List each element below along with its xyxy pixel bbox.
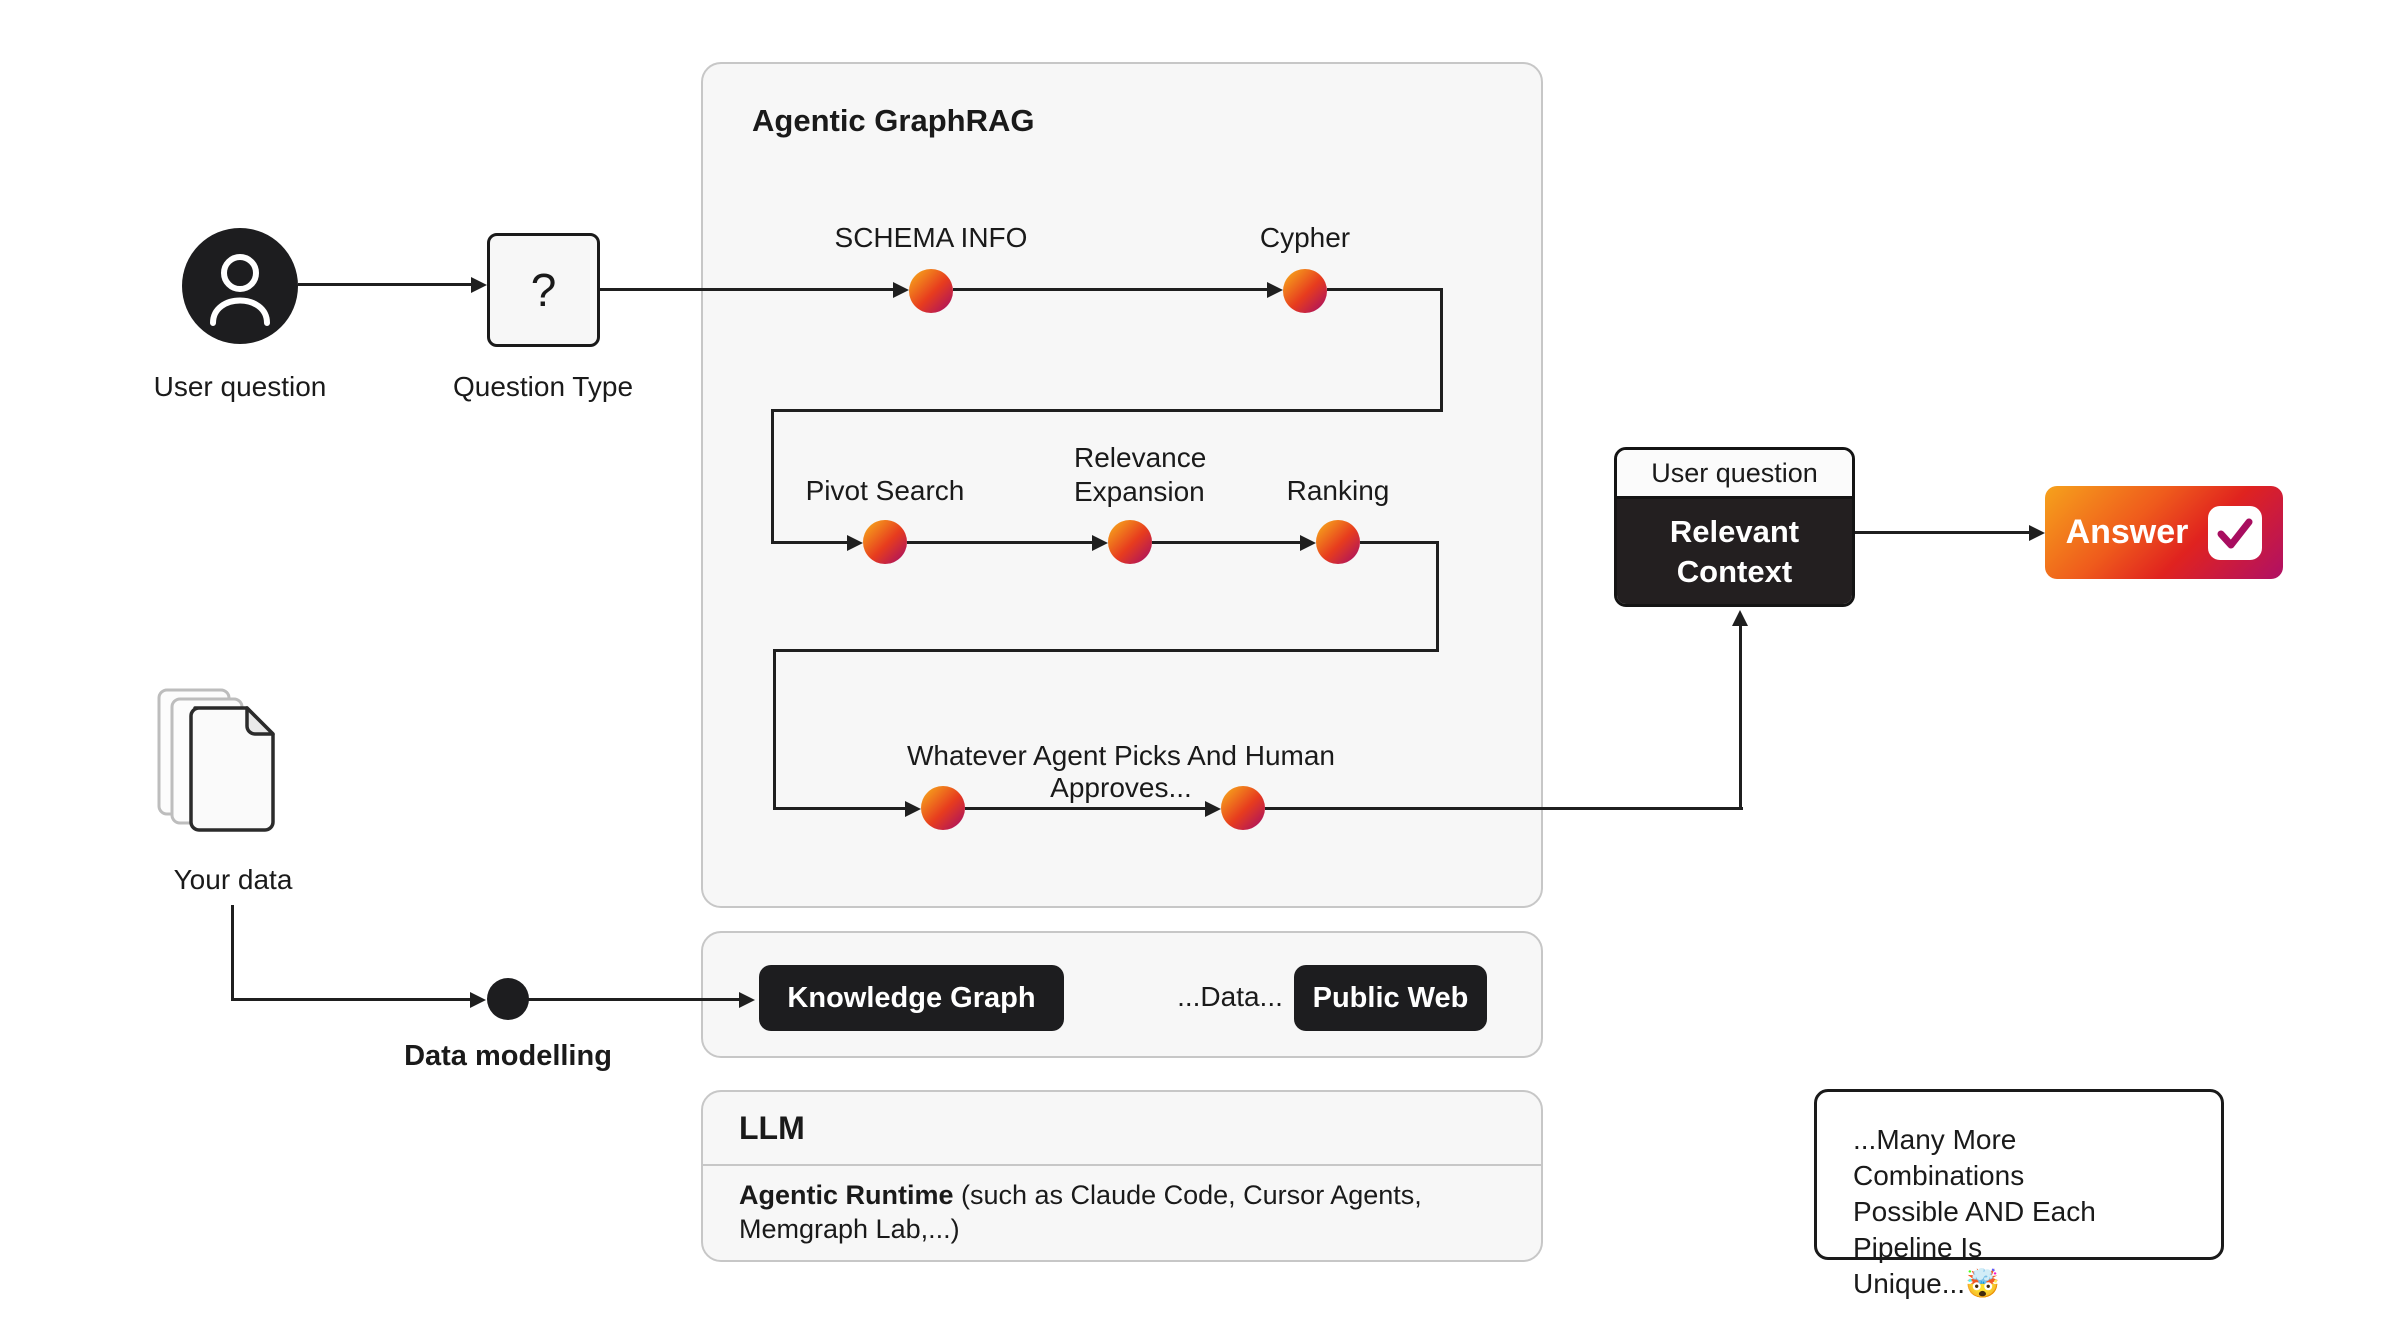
connector-schema-to-cypher (953, 288, 1268, 291)
connector-up-to-context (1739, 624, 1742, 810)
step-label-cypher: Cypher (1259, 222, 1351, 253)
question-mark-glyph: ? (530, 264, 557, 316)
llm-title: LLM (739, 1110, 805, 1146)
answer-button[interactable]: Answer (2045, 486, 2283, 579)
connector-row3-between (965, 807, 1206, 810)
relevant-context-card: User question Relevant Context (1614, 447, 1855, 607)
your-data-label: Your data (173, 864, 293, 895)
arrowhead (893, 282, 909, 298)
connector-row1-exit (1327, 288, 1443, 291)
arrowhead (1732, 610, 1748, 626)
data-modelling-node (487, 978, 529, 1020)
arrowhead (470, 992, 486, 1008)
data-ellipsis-label: ...Data... (1177, 981, 1283, 1012)
public-web-chip[interactable]: Public Web (1294, 965, 1487, 1031)
arrowhead (847, 535, 863, 551)
step-dot-cypher (1283, 269, 1327, 313)
public-web-label: Public Web (1312, 981, 1469, 1014)
connector-row3-down (773, 649, 776, 810)
arrowhead (2029, 525, 2045, 541)
step-dot-schema-info (909, 269, 953, 313)
user-avatar-icon (182, 228, 298, 344)
knowledge-graph-label: Knowledge Graph (787, 981, 1036, 1014)
checkbox-icon (2208, 505, 2263, 560)
connector-row2-down (771, 409, 774, 544)
step-label-relevance-expansion: Relevance Expansion (1074, 442, 1207, 507)
connector-to-modelling (231, 998, 471, 1001)
connector-row2-down2 (1436, 541, 1439, 652)
connector-row3-to-context (1265, 807, 1743, 810)
agentic-graphrag-panel (701, 62, 1543, 908)
arrowhead (1300, 535, 1316, 551)
knowledge-graph-chip[interactable]: Knowledge Graph (759, 965, 1064, 1031)
connector-into-row3 (773, 807, 906, 810)
step-dot-ranking (1316, 520, 1360, 564)
llm-runtime-rest: (such as Claude Code, Cursor Agents, Mem… (739, 1180, 1422, 1244)
context-card-tab: User question (1617, 450, 1852, 499)
connector-context-to-answer (1855, 531, 2030, 534)
llm-divider (703, 1164, 1541, 1166)
step-label-ranking: Ranking (1286, 475, 1390, 506)
connector-relevance-to-ranking (1152, 541, 1301, 544)
arrowhead (905, 801, 921, 817)
connector-qtype-to-schema (600, 288, 894, 291)
step-label-whatever-agent-picks: Whatever Agent Picks And Human Approves.… (907, 740, 1335, 803)
arrowhead (1092, 535, 1108, 551)
question-type-label: Question Type (452, 371, 634, 402)
note-text: ...Many More Combinations Possible AND E… (1853, 1124, 2096, 1299)
question-type-node: ? (487, 233, 600, 347)
connector-pivot-to-relevance (907, 541, 1093, 544)
connector-row2-return (773, 649, 1439, 652)
connector-row1-return (771, 409, 1443, 412)
connector-yourdata-down (231, 905, 234, 1001)
arrowhead (1205, 801, 1221, 817)
data-modelling-label: Data modelling (404, 1040, 612, 1072)
llm-runtime-bold: Agentic Runtime (739, 1180, 954, 1210)
step-dot-agent-pick-1 (921, 786, 965, 830)
step-dot-relevance-expansion (1108, 520, 1152, 564)
connector-into-pivot (771, 541, 848, 544)
llm-panel: LLM Agentic Runtime (such as Claude Code… (701, 1090, 1543, 1262)
connector-user-to-qtype (298, 283, 472, 286)
step-dot-agent-pick-2 (1221, 786, 1265, 830)
connector-modelling-to-kg (528, 998, 740, 1001)
arrowhead (739, 992, 755, 1008)
graphrag-title: Agentic GraphRAG (752, 103, 1035, 138)
documents-stack-icon (157, 688, 275, 832)
connector-row1-down (1440, 288, 1443, 412)
note-box: ...Many More Combinations Possible AND E… (1814, 1089, 2224, 1299)
user-question-label: User question (153, 371, 327, 402)
answer-label: Answer (2065, 513, 2189, 551)
step-label-schema-info: SCHEMA INFO (834, 222, 1028, 253)
step-label-pivot-search: Pivot Search (805, 475, 965, 506)
arrowhead (471, 277, 487, 293)
connector-row2-exit (1360, 541, 1439, 544)
arrowhead (1267, 282, 1283, 298)
step-dot-pivot-search (863, 520, 907, 564)
llm-runtime-text: Agentic Runtime (such as Claude Code, Cu… (739, 1178, 1509, 1246)
relevant-context-body: Relevant Context (1617, 499, 1852, 604)
